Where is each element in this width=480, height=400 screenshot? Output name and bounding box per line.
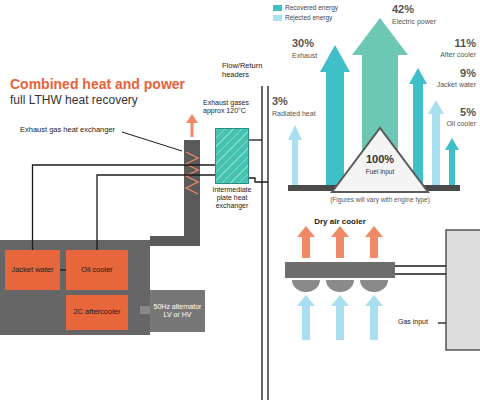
percent-value: 3%	[272, 95, 288, 108]
legend-swatch	[273, 5, 282, 11]
node-text: Oil cooler	[79, 266, 115, 275]
node-text: 2C aftercooler	[71, 308, 122, 317]
pipe	[395, 265, 446, 266]
pipe	[249, 178, 268, 182]
fans	[292, 280, 388, 292]
pipe-connector	[97, 175, 215, 250]
legend-text: Recovered energy	[285, 4, 338, 11]
percent-value: 5%	[460, 106, 476, 119]
percent-value: 11%	[455, 37, 476, 50]
heat-source-box: 2C aftercooler	[66, 295, 128, 330]
percent-value: 100%	[360, 153, 400, 166]
return-header	[267, 86, 268, 400]
legend-swatch	[273, 15, 282, 21]
alternator-box: 50Hz alternator LV or HV	[150, 290, 205, 332]
percent-value: 30%	[292, 37, 314, 50]
heat-arrows	[297, 226, 383, 258]
part-label: Gas input	[398, 318, 428, 326]
heat-source-box: Oil cooler	[66, 250, 128, 290]
aftercooler-arrow	[409, 68, 427, 185]
jacket-arrow	[428, 100, 444, 185]
heat-source-box: Jacket water	[5, 250, 60, 290]
exhaust-arrow-head	[186, 114, 198, 123]
dry-air-cooler: Dry air cooler	[285, 262, 395, 278]
engine-unit	[446, 230, 480, 350]
energy-label: Radiated heat	[272, 110, 316, 118]
flow-header	[261, 86, 262, 400]
legend-entry: Recovered energy	[273, 4, 338, 11]
exhaust-stack	[184, 140, 200, 245]
exhaust-manifold	[150, 236, 200, 246]
title: Combined heat and power	[10, 76, 185, 92]
percent-value: 9%	[460, 67, 476, 80]
chart-note: (Figures will vary with engine type)	[290, 196, 470, 203]
node-text: Dry air cooler	[290, 217, 390, 226]
energy-label: Oil cooler	[446, 120, 476, 128]
energy-label: Fuel input	[355, 168, 405, 175]
part-label: Exhaust gases approx 120°C	[203, 99, 257, 115]
node-text: Intermediate plate heat exchanger	[204, 186, 260, 210]
air-arrows	[297, 295, 383, 340]
pipe	[395, 273, 446, 274]
legend-entry: Rejected energy	[273, 14, 332, 21]
gas-pipe	[438, 322, 446, 323]
node-text: 50Hz alternator LV or HV	[150, 303, 205, 319]
fuel-triangle	[332, 128, 428, 192]
plate-heat-exchanger: Intermediate plate heat exchanger	[215, 128, 249, 184]
pipe	[249, 139, 262, 140]
part-label: Exhaust gas heat exchanger	[20, 126, 115, 135]
subtitle: full LTHW heat recovery	[10, 94, 138, 108]
energy-label: Jacket water	[437, 81, 476, 89]
energy-label: After cooler	[440, 51, 476, 59]
heat-exchanger-coil	[186, 152, 198, 194]
pipe-connector	[33, 165, 216, 250]
oil-arrow	[445, 138, 459, 185]
energy-label: Exhaust	[292, 52, 317, 60]
engine-block	[0, 240, 150, 335]
leader-line	[122, 132, 182, 151]
radiated-arrow	[288, 125, 302, 185]
node-text: Jacket water	[9, 266, 55, 275]
legend-text: Rejected energy	[285, 14, 332, 21]
energy-label: Electric power	[392, 18, 436, 26]
percent-value: 42%	[392, 3, 414, 16]
part-label: Flow/Return headers	[222, 62, 272, 79]
exhaust-arrow	[191, 122, 194, 137]
exhaust-arrow	[320, 45, 350, 185]
